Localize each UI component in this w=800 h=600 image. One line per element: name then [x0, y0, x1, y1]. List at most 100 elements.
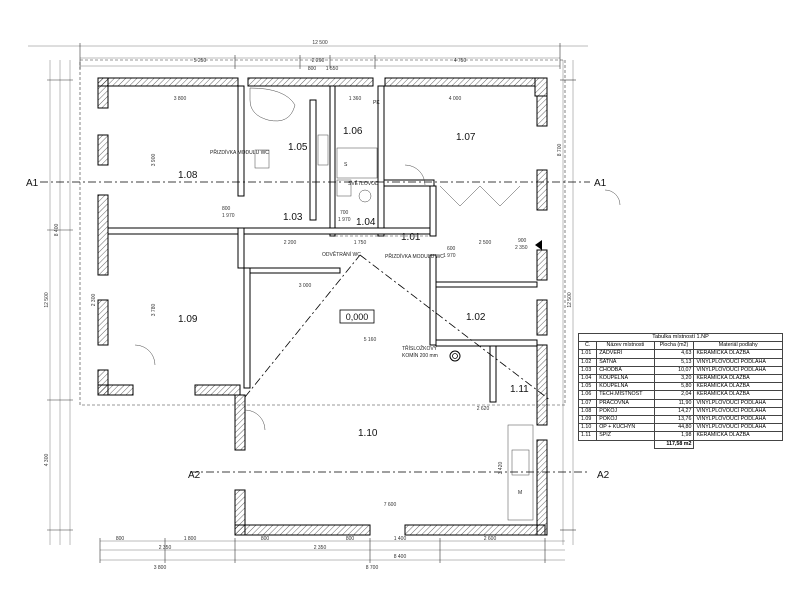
room-1-08: 1.08 — [178, 170, 198, 181]
door-dim-width-3: 600 — [447, 246, 456, 252]
total-area: 117,58 m2 — [653, 439, 695, 449]
door-swing-icon — [404, 164, 426, 186]
note-washer: S — [344, 162, 348, 168]
dim-top-mid1: 2 260 — [312, 58, 325, 64]
dim-bottom-e: 8 400 — [394, 554, 407, 560]
section-lines — [40, 181, 590, 473]
dim-top-mid2: 800 — [308, 66, 317, 72]
dim-inner-8: 4 000 — [449, 96, 462, 102]
corner-bathtub-icon — [249, 87, 296, 122]
door-dim-height: 1 970 — [222, 213, 235, 219]
note-wc-module-2: PŘIZDÍVKA MODULU WC — [385, 252, 444, 260]
level-box — [339, 309, 375, 324]
dim-left-6: 2 300 — [91, 294, 97, 307]
room-table-caption: Tabulka místností 1.NP — [578, 332, 783, 343]
dim-inner-11: 2 620 — [477, 406, 490, 412]
dim-bottom-f: 1 400 — [394, 536, 407, 542]
dim-inner-2: 5 160 — [364, 337, 377, 343]
fixtures — [134, 87, 621, 431]
note-flue-1: TŘÍSLOŽKOVÝ — [402, 344, 438, 352]
toilet-2-icon — [358, 189, 372, 203]
room-1-02: 1.02 — [466, 312, 486, 323]
dim-right-1: 12 500 — [567, 292, 573, 308]
dim-inner-3: 3 000 — [299, 283, 312, 289]
section-marker-a2-left: A2 — [188, 470, 201, 481]
dim-inner-9: 1 360 — [349, 96, 362, 102]
door-dim-width-4: 900 — [518, 238, 527, 244]
dim-left-5: 3 780 — [151, 304, 157, 317]
dim-top-right: 4 750 — [454, 58, 467, 64]
dim-bottom-h: 800 — [261, 536, 270, 542]
table-total-row: 117,58 m2 — [579, 439, 783, 449]
dim-top-mid3: 1 550 — [326, 66, 339, 72]
dim-inner-4: 2 200 — [284, 240, 297, 246]
col-area: Plocha (m2) — [653, 341, 695, 351]
dim-bottom-i: 800 — [346, 536, 355, 542]
section-marker-a2-right: A2 — [597, 470, 610, 481]
dim-bottom-d: 2 350 — [314, 545, 327, 551]
shower-icon — [336, 147, 378, 179]
note-wc-module-1: PŘIZDÍVKA MODULU WC — [210, 148, 269, 156]
room-1-10: 1.10 — [358, 428, 378, 439]
room-1-07: 1.07 — [456, 132, 476, 143]
room-table: Tabulka místností 1.NP Č. Název místnost… — [577, 332, 783, 449]
dimension-lines — [28, 43, 588, 563]
dim-left-1: 12 500 — [44, 292, 50, 308]
col-name: Název místnosti — [596, 341, 655, 351]
level-label: 0,000 — [346, 312, 369, 322]
dim-inner-10: 3 420 — [498, 462, 504, 475]
room-table-header: Č. Název místnosti Plocha (m2) Materiál … — [577, 341, 783, 351]
toilet-icon — [254, 149, 270, 169]
note-wc-vent: ODVĚTRÁNÍ WC — [322, 250, 361, 258]
dim-inner-6: 1 750 — [354, 240, 367, 246]
section-marker-a1-right: A1 — [594, 178, 607, 189]
room-1-09: 1.09 — [178, 314, 198, 325]
col-no: Č. — [577, 341, 598, 351]
dim-left-2: 8 400 — [54, 224, 60, 237]
dim-top-left: 5 250 — [194, 58, 207, 64]
room-1-11: 1.11 — [510, 384, 529, 395]
col-floor: Materiál podlahy — [693, 341, 783, 351]
dim-bottom-total: 8 700 — [366, 565, 379, 571]
door-dim-height-2: 1 970 — [338, 217, 351, 223]
dim-right-2: 8 700 — [557, 144, 563, 157]
dim-inner-7: 3 800 — [174, 96, 187, 102]
door-swing-icon — [604, 189, 621, 206]
door-dim-height-3: 1 970 — [443, 253, 456, 259]
washbasin-icon — [317, 134, 329, 166]
wardrobe-icon — [439, 185, 521, 207]
dim-bottom-left: 3 800 — [154, 565, 167, 571]
entrance-arrow-icon — [535, 240, 542, 250]
dim-inner-5: 2 500 — [479, 240, 492, 246]
dim-left-4: 3 900 — [151, 154, 157, 167]
section-marker-a1-left: A1 — [26, 178, 39, 189]
note-m: M — [518, 490, 522, 496]
dim-bottom-b: 1 800 — [184, 536, 197, 542]
dim-bottom-c: 2 350 — [159, 545, 172, 551]
room-1-03: 1.03 — [283, 212, 303, 223]
dim-inner-1: 7 600 — [384, 502, 397, 508]
room-1-05: 1.05 — [288, 142, 308, 153]
room-1-06: 1.06 — [343, 126, 363, 137]
dim-top-total: 12 500 — [312, 40, 328, 46]
room-1-04: 1.04 — [356, 217, 376, 228]
dim-bottom-a: 800 — [116, 536, 125, 542]
washer-icon — [336, 179, 352, 197]
door-dim-width-2: 700 — [340, 210, 349, 216]
note-skylight: SVĚTLOVOD — [348, 179, 379, 187]
note-pk: PK — [373, 100, 380, 106]
door-swing-icon — [134, 344, 156, 366]
room-1-01: 1.01 — [401, 232, 421, 243]
chimney-icon — [449, 350, 461, 362]
